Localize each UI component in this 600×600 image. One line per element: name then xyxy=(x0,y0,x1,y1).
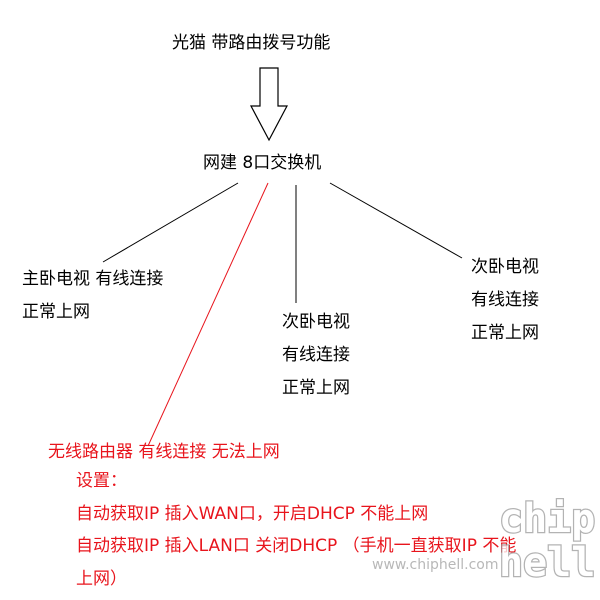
settings-line2: 自动获取IP 插入LAN口 关闭DHCP （手机一直获取IP 不能 xyxy=(76,536,517,556)
line-to-wireless-router xyxy=(147,182,269,447)
second-tv-a-line1: 次卧电视 xyxy=(282,312,350,332)
second-tv-b-line1: 次卧电视 xyxy=(471,257,539,277)
line-to-second-tv-b xyxy=(329,182,463,259)
modem-label: 光猫 带路由拨号功能 xyxy=(172,33,331,53)
settings-line1: 自动获取IP 插入WAN口，开启DHCP 不能上网 xyxy=(76,504,429,524)
line-to-master-tv xyxy=(102,182,239,263)
second-tv-b-line3: 正常上网 xyxy=(471,323,539,343)
master-tv-line1: 主卧电视 有线连接 xyxy=(22,269,164,289)
watermark-url: www.chiphell.com xyxy=(372,557,499,573)
settings-line3: 上网） xyxy=(76,569,127,589)
second-tv-b-line2: 有线连接 xyxy=(471,290,539,310)
chiphell-logo-icon: chip hell xyxy=(498,495,595,588)
settings-heading: 设置： xyxy=(76,471,127,491)
switch-label: 网建 8口交换机 xyxy=(203,153,322,173)
second-tv-a-line3: 正常上网 xyxy=(282,378,350,398)
svg-text:chip: chip xyxy=(499,496,595,542)
down-arrow-icon xyxy=(250,67,288,142)
wireless-router-label: 无线路由器 有线连接 无法上网 xyxy=(48,442,280,462)
master-tv-line2: 正常上网 xyxy=(22,302,90,322)
second-tv-a-line2: 有线连接 xyxy=(282,345,350,365)
svg-text:hell: hell xyxy=(499,540,595,586)
